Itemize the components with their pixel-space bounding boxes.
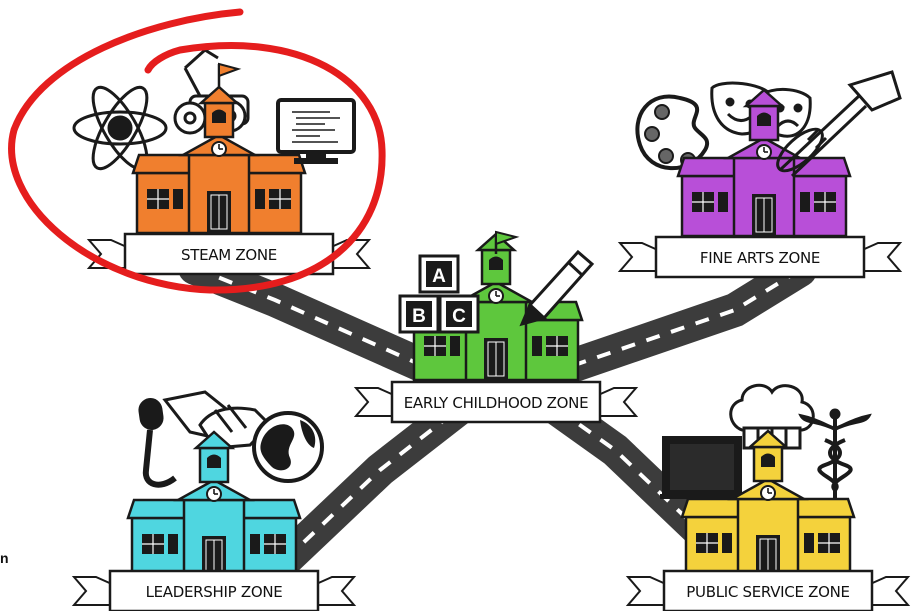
trumpet-icon xyxy=(776,70,902,178)
zone-label-fine-arts: FINE ARTS ZONE xyxy=(700,249,820,267)
crayon-icon xyxy=(519,249,595,327)
zone-public-service[interactable]: PUBLIC SERVICE ZONE xyxy=(626,383,910,611)
flag-icon xyxy=(217,62,242,87)
globe-icon xyxy=(252,411,324,483)
cropped-text-fragment: n xyxy=(0,550,9,566)
banner-early-childhood: EARLY CHILDHOOD ZONE xyxy=(354,380,638,424)
paint-palette-icon xyxy=(635,94,710,171)
atom-icon xyxy=(72,85,168,171)
computer-monitor-icon xyxy=(276,98,356,164)
highlight-circle xyxy=(8,8,386,294)
flag-icon xyxy=(494,230,520,254)
zone-fine-arts[interactable]: FINE ARTS ZONE xyxy=(618,70,902,279)
block-b: B xyxy=(398,294,440,334)
zone-leadership[interactable]: LEADERSHIP ZONE xyxy=(72,390,356,611)
banner-leadership: LEADERSHIP ZONE xyxy=(72,569,356,611)
chalkboard-icon xyxy=(660,436,744,499)
zone-steam[interactable]: STEAM ZONE xyxy=(72,42,371,276)
block-c: C xyxy=(438,294,480,334)
caduceus-icon xyxy=(798,408,872,500)
zone-label-steam: STEAM ZONE xyxy=(181,246,277,264)
zone-label-public-service: PUBLIC SERVICE ZONE xyxy=(686,583,849,601)
banner-steam: STEAM ZONE xyxy=(87,232,371,276)
zone-early-childhood[interactable]: A B C EARLY CHILDHOOD ZONE xyxy=(354,230,638,424)
abc-blocks-icon: A B C xyxy=(398,254,480,334)
svg-text:C: C xyxy=(452,306,466,327)
zone-label-early-childhood: EARLY CHILDHOOD ZONE xyxy=(404,394,589,412)
chef-hat-icon xyxy=(729,383,815,450)
zone-label-leadership: LEADERSHIP ZONE xyxy=(146,583,283,601)
microphone-icon xyxy=(138,398,177,488)
block-a: A xyxy=(418,254,460,294)
school-fine-arts xyxy=(676,88,852,238)
banner-fine-arts: FINE ARTS ZONE xyxy=(618,235,902,279)
svg-text:A: A xyxy=(432,266,446,287)
banner-public-service: PUBLIC SERVICE ZONE xyxy=(626,569,910,611)
svg-text:B: B xyxy=(412,306,426,327)
